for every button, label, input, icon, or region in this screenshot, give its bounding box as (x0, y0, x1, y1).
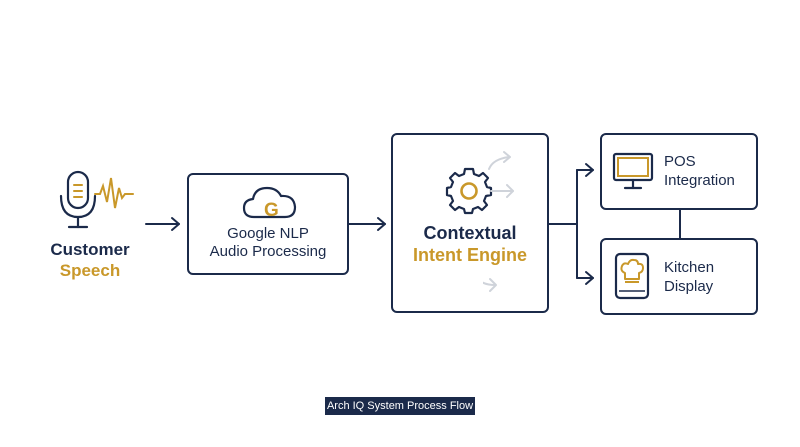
kitchen-label-line2: Display (664, 278, 714, 295)
gear-icon (445, 167, 493, 215)
monitor-icon (612, 152, 654, 190)
cloud-g-icon: G (242, 186, 297, 221)
kitchen-label-line1: Kitchen (664, 259, 715, 276)
cloud-g-glyph: G (264, 200, 279, 221)
nlp-label-line1: Google NLP (227, 225, 309, 242)
nlp-label-line2: Audio Processing (209, 243, 327, 260)
microphone-soundwave-icon (59, 170, 134, 229)
pos-label-line1: POS (664, 153, 696, 170)
pos-node: POS Integration (600, 133, 758, 210)
engine-label-line1: Contextual (423, 223, 517, 243)
google-nlp-node: G Google NLP Audio Processing (187, 173, 349, 275)
pos-label-line2: Integration (664, 172, 735, 189)
diagram-caption: Arch IQ System Process Flow (325, 397, 475, 415)
faint-output-arrows (483, 151, 514, 292)
kitchen-node: Kitchen Display (600, 238, 758, 315)
customer-label-line1: Customer (50, 240, 130, 259)
customer-label-line2: Speech (59, 261, 121, 280)
intent-engine-node: Contextual Intent Engine (391, 133, 549, 313)
engine-label-line2: Intent Engine (413, 245, 527, 265)
tablet-chef-hat-icon (614, 252, 650, 300)
